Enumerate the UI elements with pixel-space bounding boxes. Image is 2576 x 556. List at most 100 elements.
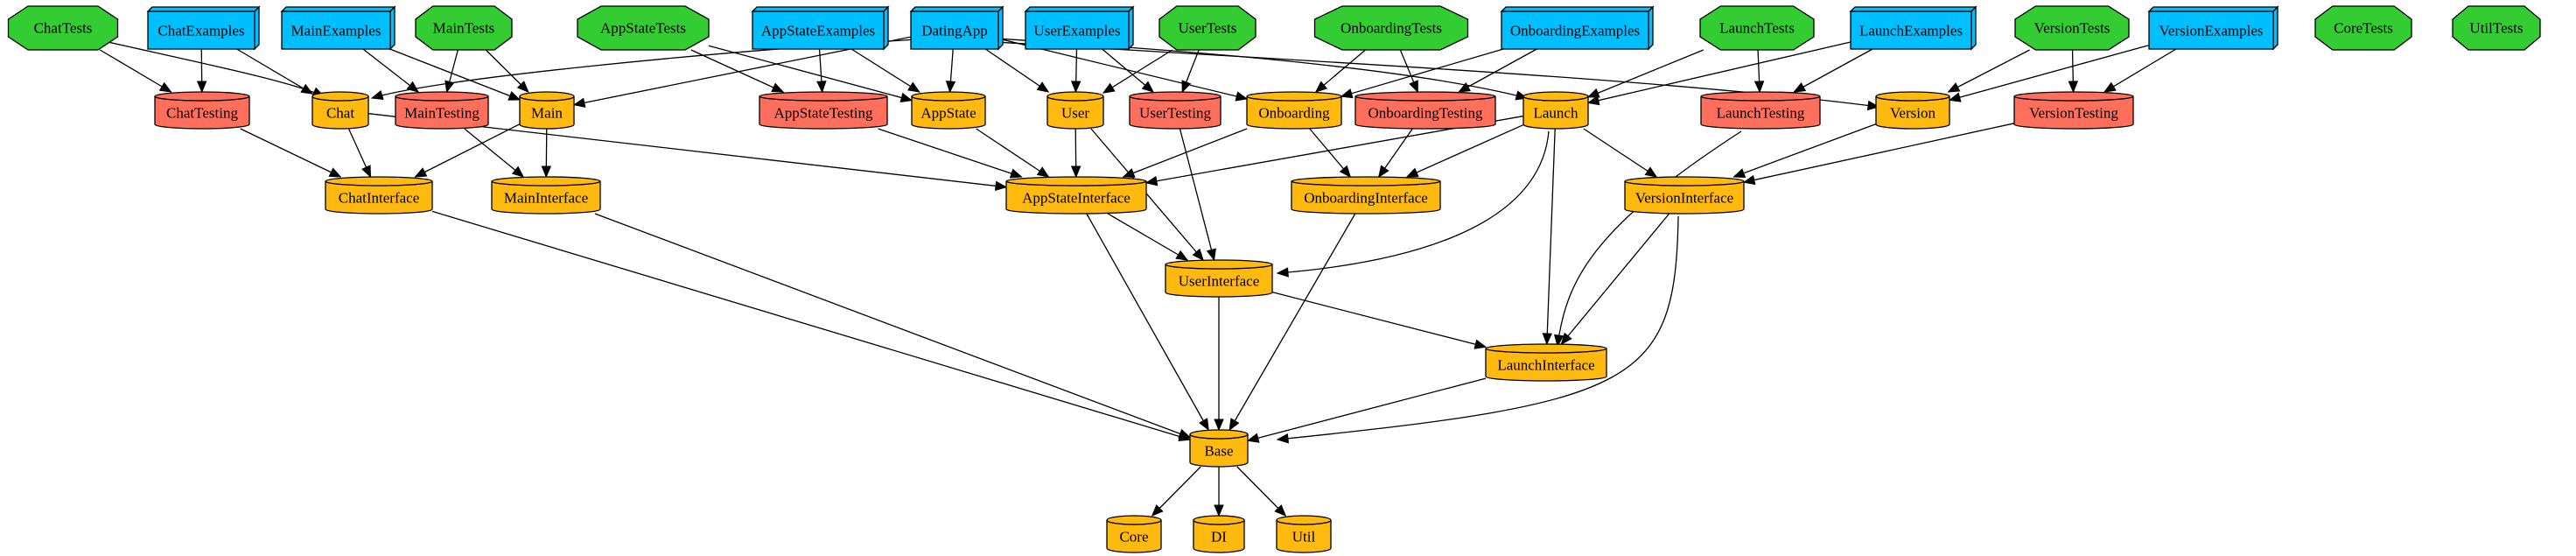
node-base: Base (1189, 429, 1249, 468)
edge-user-interface-to-base (1214, 297, 1224, 432)
arrowhead (370, 89, 384, 100)
edge-path (389, 48, 521, 101)
edge-path (690, 49, 784, 93)
node-label: CoreTests (2334, 20, 2393, 37)
arrowhead (1377, 165, 1390, 179)
cylinder-top (1189, 429, 1249, 440)
box3d-side (883, 5, 889, 51)
edge-main-examples-to-main (389, 48, 522, 101)
edge-main-examples-to-main-testing (362, 48, 419, 93)
box3d-top (146, 6, 261, 12)
edge-main-testing-to-main-interface (464, 128, 525, 178)
edge-onboarding-examples-to-onboarding-testing (1458, 48, 1537, 93)
node-label: Launch (1534, 105, 1578, 122)
edge-user-interface-to-launch-interface (1271, 292, 1488, 349)
node-chat-tests: ChatTests (7, 5, 119, 51)
edge-version-interface-to-base (1276, 215, 1679, 444)
edge-path (1743, 123, 2015, 183)
cylinder-top (1700, 91, 1821, 102)
node-label: ChatInterface (339, 190, 420, 207)
edge-launch-tests-to-launch-testing (1754, 49, 1765, 94)
arrowhead (1276, 267, 1289, 278)
cylinder-top (1106, 515, 1162, 525)
node-onboarding-tests: OnboardingTests (1313, 5, 1469, 51)
edge-launch-testing-to-launch-interface (1553, 130, 1742, 348)
arrowhead (1339, 165, 1352, 178)
arrowhead (1192, 248, 1204, 261)
node-version-interface: VersionInterface (1624, 176, 1745, 215)
node-label: AppStateTests (600, 20, 686, 37)
node-label: Core (1119, 529, 1148, 545)
arrowhead (771, 82, 785, 93)
node-label: VersionInterface (1635, 190, 1733, 207)
arrowhead (1742, 174, 1756, 186)
node-version: Version (1875, 91, 1950, 130)
arrowhead (1151, 504, 1164, 517)
arrowhead (1235, 91, 1249, 102)
node-label: OnboardingTesting (1368, 105, 1483, 122)
edge-app-state-tests-to-app-state-testing (690, 49, 785, 93)
edge-app-state-examples-to-app-state (850, 48, 920, 93)
edge-launch-to-onboarding-interface (1405, 123, 1524, 178)
node-label: ChatExamples (158, 23, 244, 39)
node-label: VersionExamples (2160, 23, 2264, 39)
node-label: UserExamples (1033, 23, 1120, 39)
octagon-shape (1158, 5, 1256, 51)
edge-path (1179, 128, 1215, 261)
edge-path (431, 210, 1191, 440)
node-label: AppStateInterface (1022, 190, 1130, 207)
node-main-examples: MainExamples (280, 5, 396, 51)
edge-app-state-interface-to-user-interface (1107, 213, 1189, 261)
arrowhead (1553, 334, 1564, 348)
edge-chat-examples-to-chat (236, 48, 314, 95)
node-chat-testing: ChatTesting (154, 91, 250, 130)
edge-main-tests-to-main (485, 49, 529, 93)
octagon-shape (7, 5, 119, 51)
node-label: MainTests (433, 20, 495, 37)
edge-path (1086, 213, 1209, 431)
edge-launch-to-version-interface (1583, 128, 1658, 178)
edge-user-examples-to-user-testing (1102, 48, 1154, 93)
arrowhead (1206, 248, 1216, 262)
edge-main-to-main-interface (541, 128, 552, 179)
edge-dating-app-to-user (984, 48, 1050, 93)
edge-user-examples-to-user (1070, 48, 1082, 94)
edge-path (976, 128, 1049, 178)
cylinder-top (395, 91, 489, 102)
edge-path (984, 48, 1049, 93)
box3d-side (1648, 5, 1654, 51)
arrowhead (1036, 81, 1050, 93)
cylinder-top (1193, 515, 1245, 525)
node-util: Util (1276, 515, 1332, 553)
edge-path (236, 48, 313, 95)
node-user-interface: UserInterface (1165, 259, 1273, 298)
arrowhead (1070, 81, 1082, 94)
node-label: ChatTesting (166, 105, 238, 122)
node-user: User (1046, 91, 1104, 130)
node-main-interface: MainInterface (491, 176, 601, 215)
arrowhead (1340, 88, 1354, 99)
arrowhead (1070, 165, 1082, 179)
box3d-side (998, 5, 1004, 51)
box3d-side (2272, 5, 2278, 51)
node-label: ChatTests (34, 20, 93, 37)
box3d-side (389, 5, 396, 51)
edge-onboarding-tests-to-onboarding (1314, 49, 1366, 93)
edge-version-to-version-interface (1732, 123, 1877, 179)
node-label: AppStateExamples (761, 23, 875, 39)
cylinder-top (1046, 91, 1104, 102)
edge-version-tests-to-version (1947, 49, 2030, 93)
arrowhead (516, 81, 529, 93)
arrowhead (816, 81, 827, 94)
arrowhead (907, 81, 920, 93)
arrowhead (196, 81, 207, 94)
arrowhead (1141, 81, 1154, 93)
edge-path (1406, 123, 1524, 178)
edge-path (1271, 292, 1487, 348)
node-chat-interface: ChatInterface (325, 176, 433, 215)
edge-chat-to-chat-interface (347, 128, 372, 179)
arrowhead (1947, 82, 1961, 93)
edge-version-examples-to-version-testing (2103, 48, 2177, 93)
arrowhead (1866, 100, 1880, 111)
arrowhead (158, 81, 172, 93)
